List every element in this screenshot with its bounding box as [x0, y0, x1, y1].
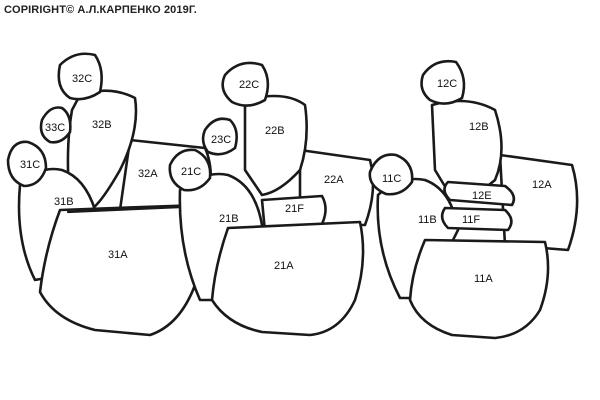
label-21c: 21C [181, 166, 201, 178]
label-12b: 12B [469, 121, 489, 133]
seat-12a-back [498, 153, 579, 252]
label-23c: 23C [211, 134, 231, 146]
seat-22b-back [243, 94, 308, 197]
label-11a: 11A [474, 273, 493, 285]
label-11b: 11B [418, 214, 437, 226]
label-12c: 12C [437, 78, 457, 90]
label-22a: 22A [324, 174, 344, 186]
seat-set-3: 32C 33C 32B 31C 31B 32A 31A [6, 52, 213, 337]
seat-33c-headrest [39, 106, 72, 144]
seat-11a-cushion [408, 238, 550, 340]
seat-set-1: 12C 12B 11C 12E 12A 11B 11F 11A [368, 60, 579, 340]
label-31a: 31A [108, 249, 128, 261]
label-11f: 11F [462, 214, 480, 226]
label-33c: 33C [45, 122, 65, 134]
label-31b: 31B [54, 196, 74, 208]
seat-23c-headrest [201, 117, 238, 156]
copyright-text: COPIRIGHT© А.Л.КАРПЕНКО 2019Г. [4, 4, 197, 16]
seat-32c-headrest [57, 52, 103, 101]
seat-12e-armrest [443, 180, 516, 207]
label-22b: 22B [265, 125, 285, 137]
label-32b: 32B [92, 119, 112, 131]
seat-11f-armrest [440, 206, 513, 232]
seat-12c-headrest [420, 60, 466, 105]
seat-set-2: 22C 23C 22B 21C 21B 21F 22A 21A [168, 61, 375, 337]
label-11c: 11C [382, 173, 401, 185]
seat-32b-back [66, 89, 138, 212]
label-21b: 21B [219, 213, 239, 225]
seat-21c-headrest [168, 148, 212, 192]
seat-11c-headrest [368, 153, 414, 196]
label-22c: 22C [239, 79, 259, 91]
label-21f: 21F [285, 203, 304, 215]
seat-31c-headrest [6, 140, 48, 188]
seat-22c-headrest [221, 61, 270, 107]
label-32c: 32C [72, 73, 92, 85]
label-32a: 32A [138, 168, 158, 180]
label-21a: 21A [274, 260, 294, 272]
label-12e: 12E [472, 190, 492, 202]
label-31c: 31C [20, 159, 40, 171]
label-12a: 12A [532, 179, 552, 191]
seat-21a-cushion [210, 220, 365, 337]
